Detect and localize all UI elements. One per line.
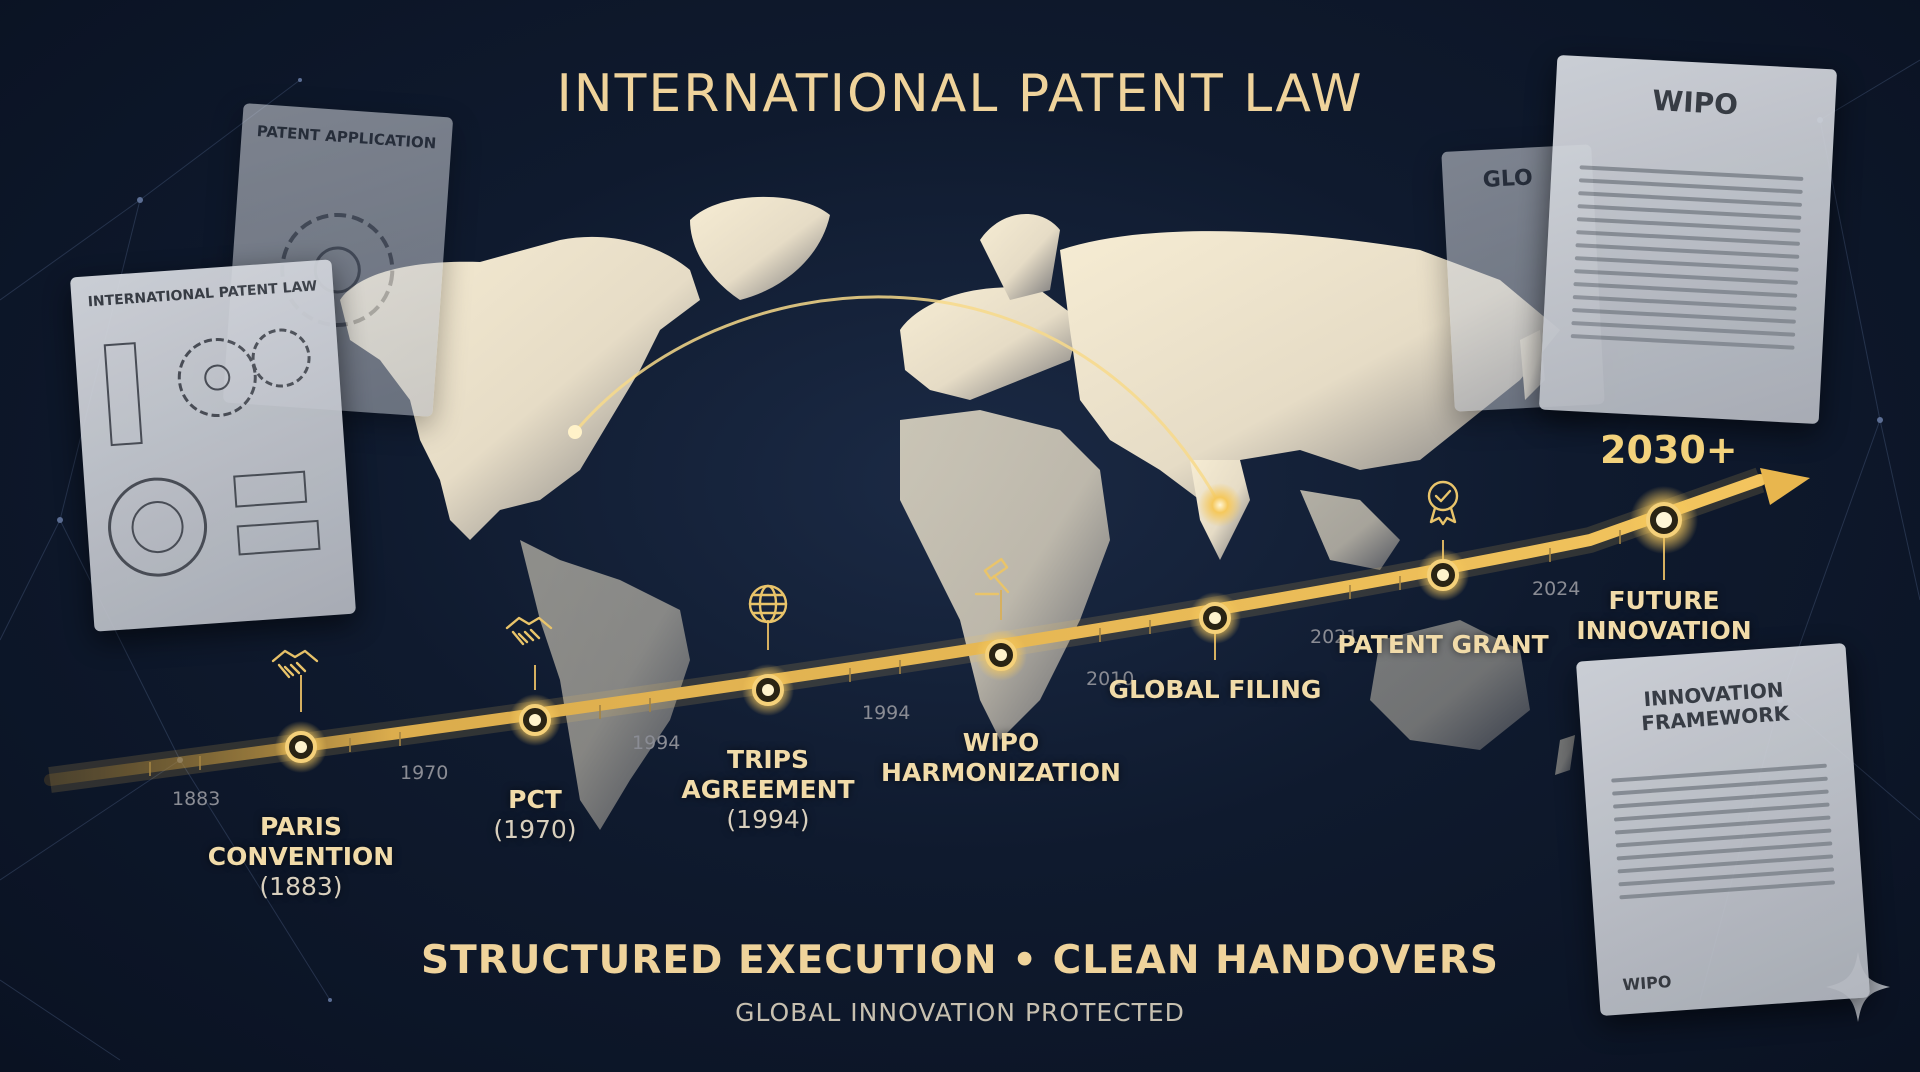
node-wipo	[975, 629, 1027, 681]
milestone-year: (1970)	[493, 815, 577, 844]
node-global-filing	[1189, 592, 1241, 644]
timeline-ticks	[149, 530, 1621, 776]
page-title: INTERNATIONAL PATENT LAW	[556, 64, 1364, 124]
mechanism-drawing-icon	[103, 328, 321, 577]
year-tick: 2021	[1310, 626, 1359, 648]
year-tick: 1970	[400, 762, 449, 784]
milestone-label: GLOBAL FILING	[1108, 675, 1322, 704]
milestone-label: PARIS CONVENTION	[207, 812, 395, 871]
milestone-future-innovation: FUTURE INNOVATION	[1534, 586, 1794, 646]
arc-node-usa	[568, 425, 582, 439]
timeline-arrowhead	[1760, 468, 1810, 505]
map-europe	[900, 287, 1080, 400]
node-trips	[742, 664, 794, 716]
timeline-track	[44, 474, 1766, 786]
milestone-global-filing: GLOBAL FILING	[1085, 675, 1345, 705]
map-southeast-asia	[1300, 490, 1400, 570]
year-tick: 1994	[632, 732, 681, 754]
arc-node-india-glow	[1198, 483, 1242, 527]
gavel-icon	[974, 557, 1010, 596]
node-paris	[275, 721, 327, 773]
milestone-label: PATENT GRANT	[1337, 630, 1549, 659]
map-asia	[1060, 231, 1560, 500]
document-title: INTERNATIONAL PATENT LAW	[87, 278, 318, 311]
document-international-patent-law: INTERNATIONAL PATENT LAW	[69, 259, 357, 632]
node-patent-grant	[1417, 549, 1469, 601]
document-title: INNOVATION FRAMEWORK	[1640, 677, 1790, 736]
year-tick: 1994	[862, 702, 911, 724]
milestone-label: WIPO HARMONIZATION	[881, 728, 1121, 787]
map-africa	[900, 410, 1110, 740]
milestone-year: (1994)	[726, 805, 810, 834]
map-scandinavia	[980, 213, 1060, 300]
handshake-icon	[271, 649, 319, 679]
node-pct	[509, 694, 561, 746]
connection-arc	[573, 295, 1222, 506]
future-year-label: 2030+	[1600, 428, 1738, 472]
document-title: PATENT APPLICATION	[256, 122, 437, 153]
year-tick: 2024	[1532, 578, 1581, 600]
milestone-trips-agreement: TRIPS AGREEMENT (1994)	[638, 745, 898, 835]
map-south-america	[520, 540, 690, 830]
node-future	[1630, 486, 1698, 554]
milestone-label: TRIPS AGREEMENT	[681, 745, 855, 804]
year-tick: 1883	[172, 788, 221, 810]
tagline: STRUCTURED EXECUTION • CLEAN HANDOVERS	[421, 938, 1499, 983]
map-new-zealand	[1555, 735, 1575, 775]
timeline-track-glow	[48, 467, 1765, 793]
subtagline: GLOBAL INNOVATION PROTECTED	[735, 998, 1185, 1027]
milestone-label: PCT	[508, 785, 562, 814]
map-greenland	[690, 196, 830, 300]
milestone-wipo-harmonization: WIPO HARMONIZATION	[861, 728, 1141, 788]
world-map	[340, 196, 1575, 830]
milestone-paris-convention: PARIS CONVENTION (1883)	[171, 812, 431, 902]
handshake-icon	[505, 616, 553, 646]
map-australia	[1370, 620, 1530, 750]
award-badge-icon	[1427, 480, 1459, 526]
milestone-pct: PCT (1970)	[405, 785, 665, 845]
globe-icon	[748, 584, 788, 624]
milestone-year: (1883)	[259, 872, 343, 901]
milestone-label: FUTURE INNOVATION	[1576, 586, 1752, 645]
milestone-patent-grant: PATENT GRANT	[1313, 630, 1573, 660]
year-tick: 2010	[1086, 668, 1135, 690]
milestone-nodes	[275, 486, 1698, 773]
